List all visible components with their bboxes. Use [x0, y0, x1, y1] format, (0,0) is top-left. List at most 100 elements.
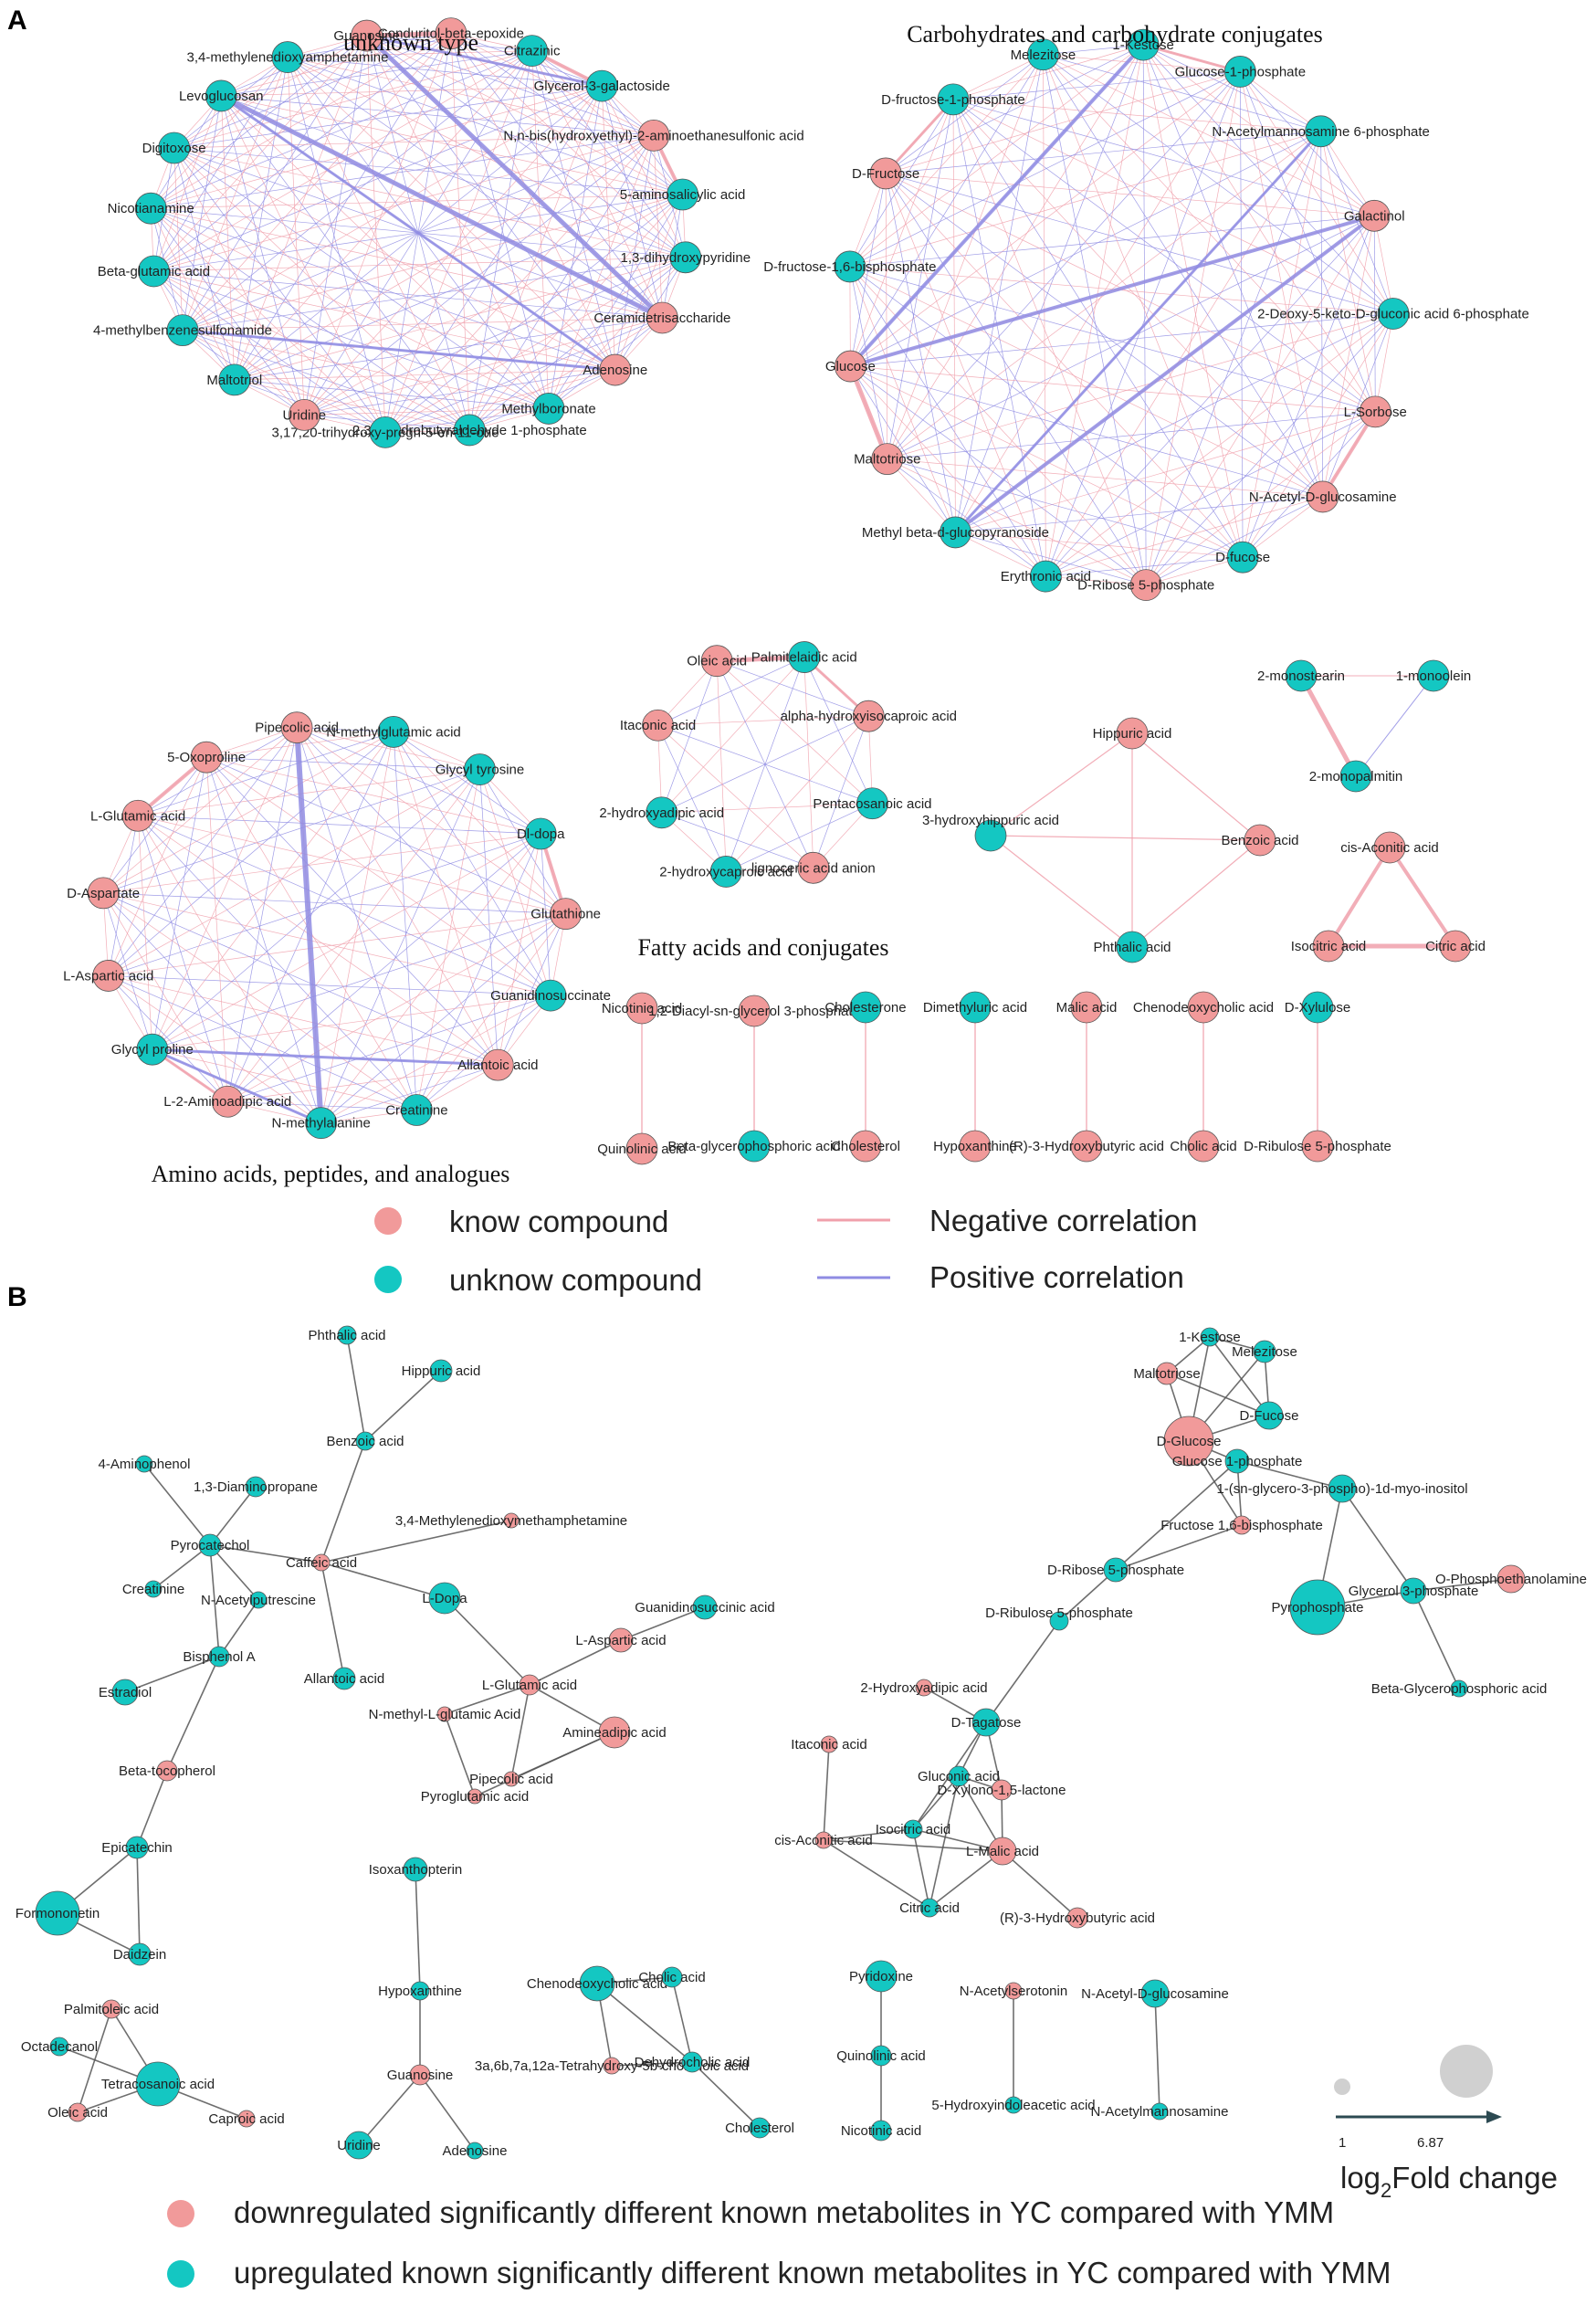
carbohydrates-n-acetylmannosamine-6-phosphate-node	[1305, 115, 1338, 148]
amino-edge	[320, 913, 566, 1123]
fatty-edge	[716, 660, 814, 868]
unknown_type-glycerol-3-galactoside-node	[585, 69, 618, 102]
fatty-edge	[661, 657, 805, 814]
amino-l-glutamic-acid-label: L-Glutamic acid	[90, 808, 185, 824]
unknown_type-edge	[173, 147, 236, 380]
unknown_type-edge	[384, 369, 615, 433]
carbohydrates-methyl-beta-d-glucopyranoside-label: Methyl beta-d-glucopyranoside	[862, 525, 1049, 541]
carbohydrates-glucose-1-phosphate-label: Glucose-1-phosphate	[1175, 64, 1306, 79]
b-o-phosphoethanolamine-node	[1496, 1564, 1526, 1594]
small-net-edge	[1298, 674, 1359, 778]
unknown_type-edge	[287, 57, 655, 136]
carbohydrates-d-fructose-label: D-Fructose	[852, 166, 919, 182]
network-b-edge	[1115, 1524, 1243, 1571]
amino-edge	[108, 913, 566, 976]
b-pyridoxine-node	[865, 1960, 898, 1993]
amino-creatinine-node	[400, 1094, 433, 1126]
carbohydrates-edge	[1043, 54, 1046, 577]
small-2-monostearin-label: 2-monostearin	[1257, 668, 1345, 684]
amino-dl-dopa-label: Dl-dopa	[517, 826, 565, 842]
network-b-edge	[596, 1983, 693, 2063]
b-n-methyl-l-glutamic-acid-label: N-methyl-L-glutamic Acid	[369, 1707, 521, 1722]
carbohydrates-edge	[1045, 216, 1375, 577]
amino-edge	[393, 731, 417, 1110]
amino-l-2-aminoadipic-acid-node	[211, 1085, 244, 1118]
carbohydrates-edge	[849, 266, 1376, 413]
unknown_type-strong-edge	[220, 94, 616, 372]
unknown_type-edge	[221, 33, 452, 97]
network-b-edge	[136, 1770, 168, 1848]
network-b-edge	[143, 1463, 211, 1546]
unknown_type-2-3-dihydrobutyraldehyde-1-phosphate-node	[453, 414, 486, 447]
fatty-2-hydroxyadipic-acid-label: 2-hydroxyadipic acid	[599, 805, 724, 821]
unknown_type-edge	[287, 57, 305, 416]
amino-edge	[479, 769, 499, 1066]
amino-edge	[108, 769, 480, 976]
carbohydrates-edge	[1145, 131, 1321, 585]
amino-edge	[137, 816, 153, 1050]
b-estradiol-label: Estradiol	[99, 1685, 152, 1700]
carbohydrates-edge	[952, 99, 956, 532]
network-b-edge	[823, 1839, 930, 1909]
carbohydrates-edge	[1045, 575, 1147, 585]
carbohydrates-edge	[952, 99, 1147, 585]
amino-edge	[108, 757, 207, 976]
carbohydrates-edge	[1146, 556, 1244, 585]
b-hippuric-acid-label: Hippuric acid	[402, 1363, 481, 1379]
small-2-monopalmitin-label: 2-monopalmitin	[1309, 769, 1403, 784]
legend-unknown-label: unknow compound	[449, 1263, 702, 1297]
legend-negative-label: Negative correlation	[929, 1204, 1198, 1237]
unknown_type-edge	[153, 57, 289, 272]
network-b-edge	[529, 1684, 615, 1733]
b-5-hydroxyindoleacetic-acid-label: 5-Hydroxyindoleacetic acid	[931, 2098, 1095, 2113]
fatty-alpha-hydroxyisocaproic-acid-label: alpha-hydroxyisocaproic acid	[781, 709, 957, 724]
carbohydrates-edge	[1146, 496, 1323, 585]
b-cholic-acid-label: Cholic acid	[638, 1970, 705, 1985]
pair-dimethyluric-acid-node	[959, 991, 992, 1024]
carbohydrates-edge	[887, 458, 1147, 585]
network-b-edge	[320, 1562, 345, 1679]
unknown_type-edge	[220, 95, 236, 380]
b-1-3-diaminopropane-label: 1,3-Diaminopropane	[194, 1479, 318, 1495]
small-citric-acid-label: Citric acid	[1425, 939, 1486, 954]
b-cis-aconitic-acid-node	[814, 1831, 833, 1849]
unknown_type-5-aminosalicylic-acid-node	[667, 178, 698, 211]
carbohydrates-melezitose-node	[1027, 38, 1059, 71]
carbohydrates-l-sorbose-node	[1359, 395, 1391, 428]
b-l-dopa-node	[428, 1582, 461, 1615]
carbohydrates-edge	[955, 54, 1044, 532]
b-cholic-acid-node	[661, 1966, 683, 1988]
amino-edge	[137, 815, 551, 996]
b-beta-tocopherol-label: Beta-tocopherol	[119, 1763, 215, 1779]
small-1-monoolein-label: 1-monoolein	[1396, 668, 1472, 684]
network-b-edge	[218, 1599, 259, 1658]
amino-glycyl-proline-node	[136, 1033, 169, 1066]
carbohydrates-edge	[850, 99, 954, 367]
legend-up-marker	[167, 2260, 194, 2288]
carbohydrates-edge	[1373, 216, 1376, 412]
pair-chenodeoxycholic-acid-label: Chenodeoxycholic acid	[1133, 1000, 1274, 1016]
carbohydrates-edge	[1045, 556, 1244, 577]
carbohydrates-edge	[955, 313, 1394, 533]
carbohydrates-2-deoxy-5-keto-d-gluconic-acid-6-phosphate-label: 2-Deoxy-5-keto-D-gluconic acid 6-phospha…	[1257, 306, 1529, 321]
carbohydrates-edge	[1043, 54, 1375, 216]
unknown_type-edge	[173, 50, 532, 149]
pair-malic-acid-label: Malic acid	[1056, 1000, 1118, 1016]
size-legend-log: log	[1340, 2161, 1381, 2194]
carbohydrates-edge	[849, 266, 1323, 498]
fatty-edge	[661, 660, 718, 813]
b-isoxanthopterin-label: Isoxanthopterin	[369, 1862, 463, 1878]
carbohydrates-edge	[885, 173, 1244, 558]
unknown_type-edge	[153, 270, 305, 416]
unknown_type-edge	[234, 257, 686, 381]
amino-edge	[320, 769, 480, 1123]
unknown_type-edge	[469, 317, 663, 431]
carbohydrates-edge	[1320, 131, 1376, 412]
amino-glycyl-tyrosine-label: Glycyl tyrosine	[436, 763, 525, 778]
amino-edge	[102, 892, 321, 1123]
amino-edge	[102, 892, 153, 1050]
carbohydrates-edge	[1045, 496, 1323, 577]
carbohydrates-edge	[952, 44, 1144, 100]
carbohydrates-edge	[955, 45, 1144, 533]
amino-edge	[320, 731, 394, 1123]
